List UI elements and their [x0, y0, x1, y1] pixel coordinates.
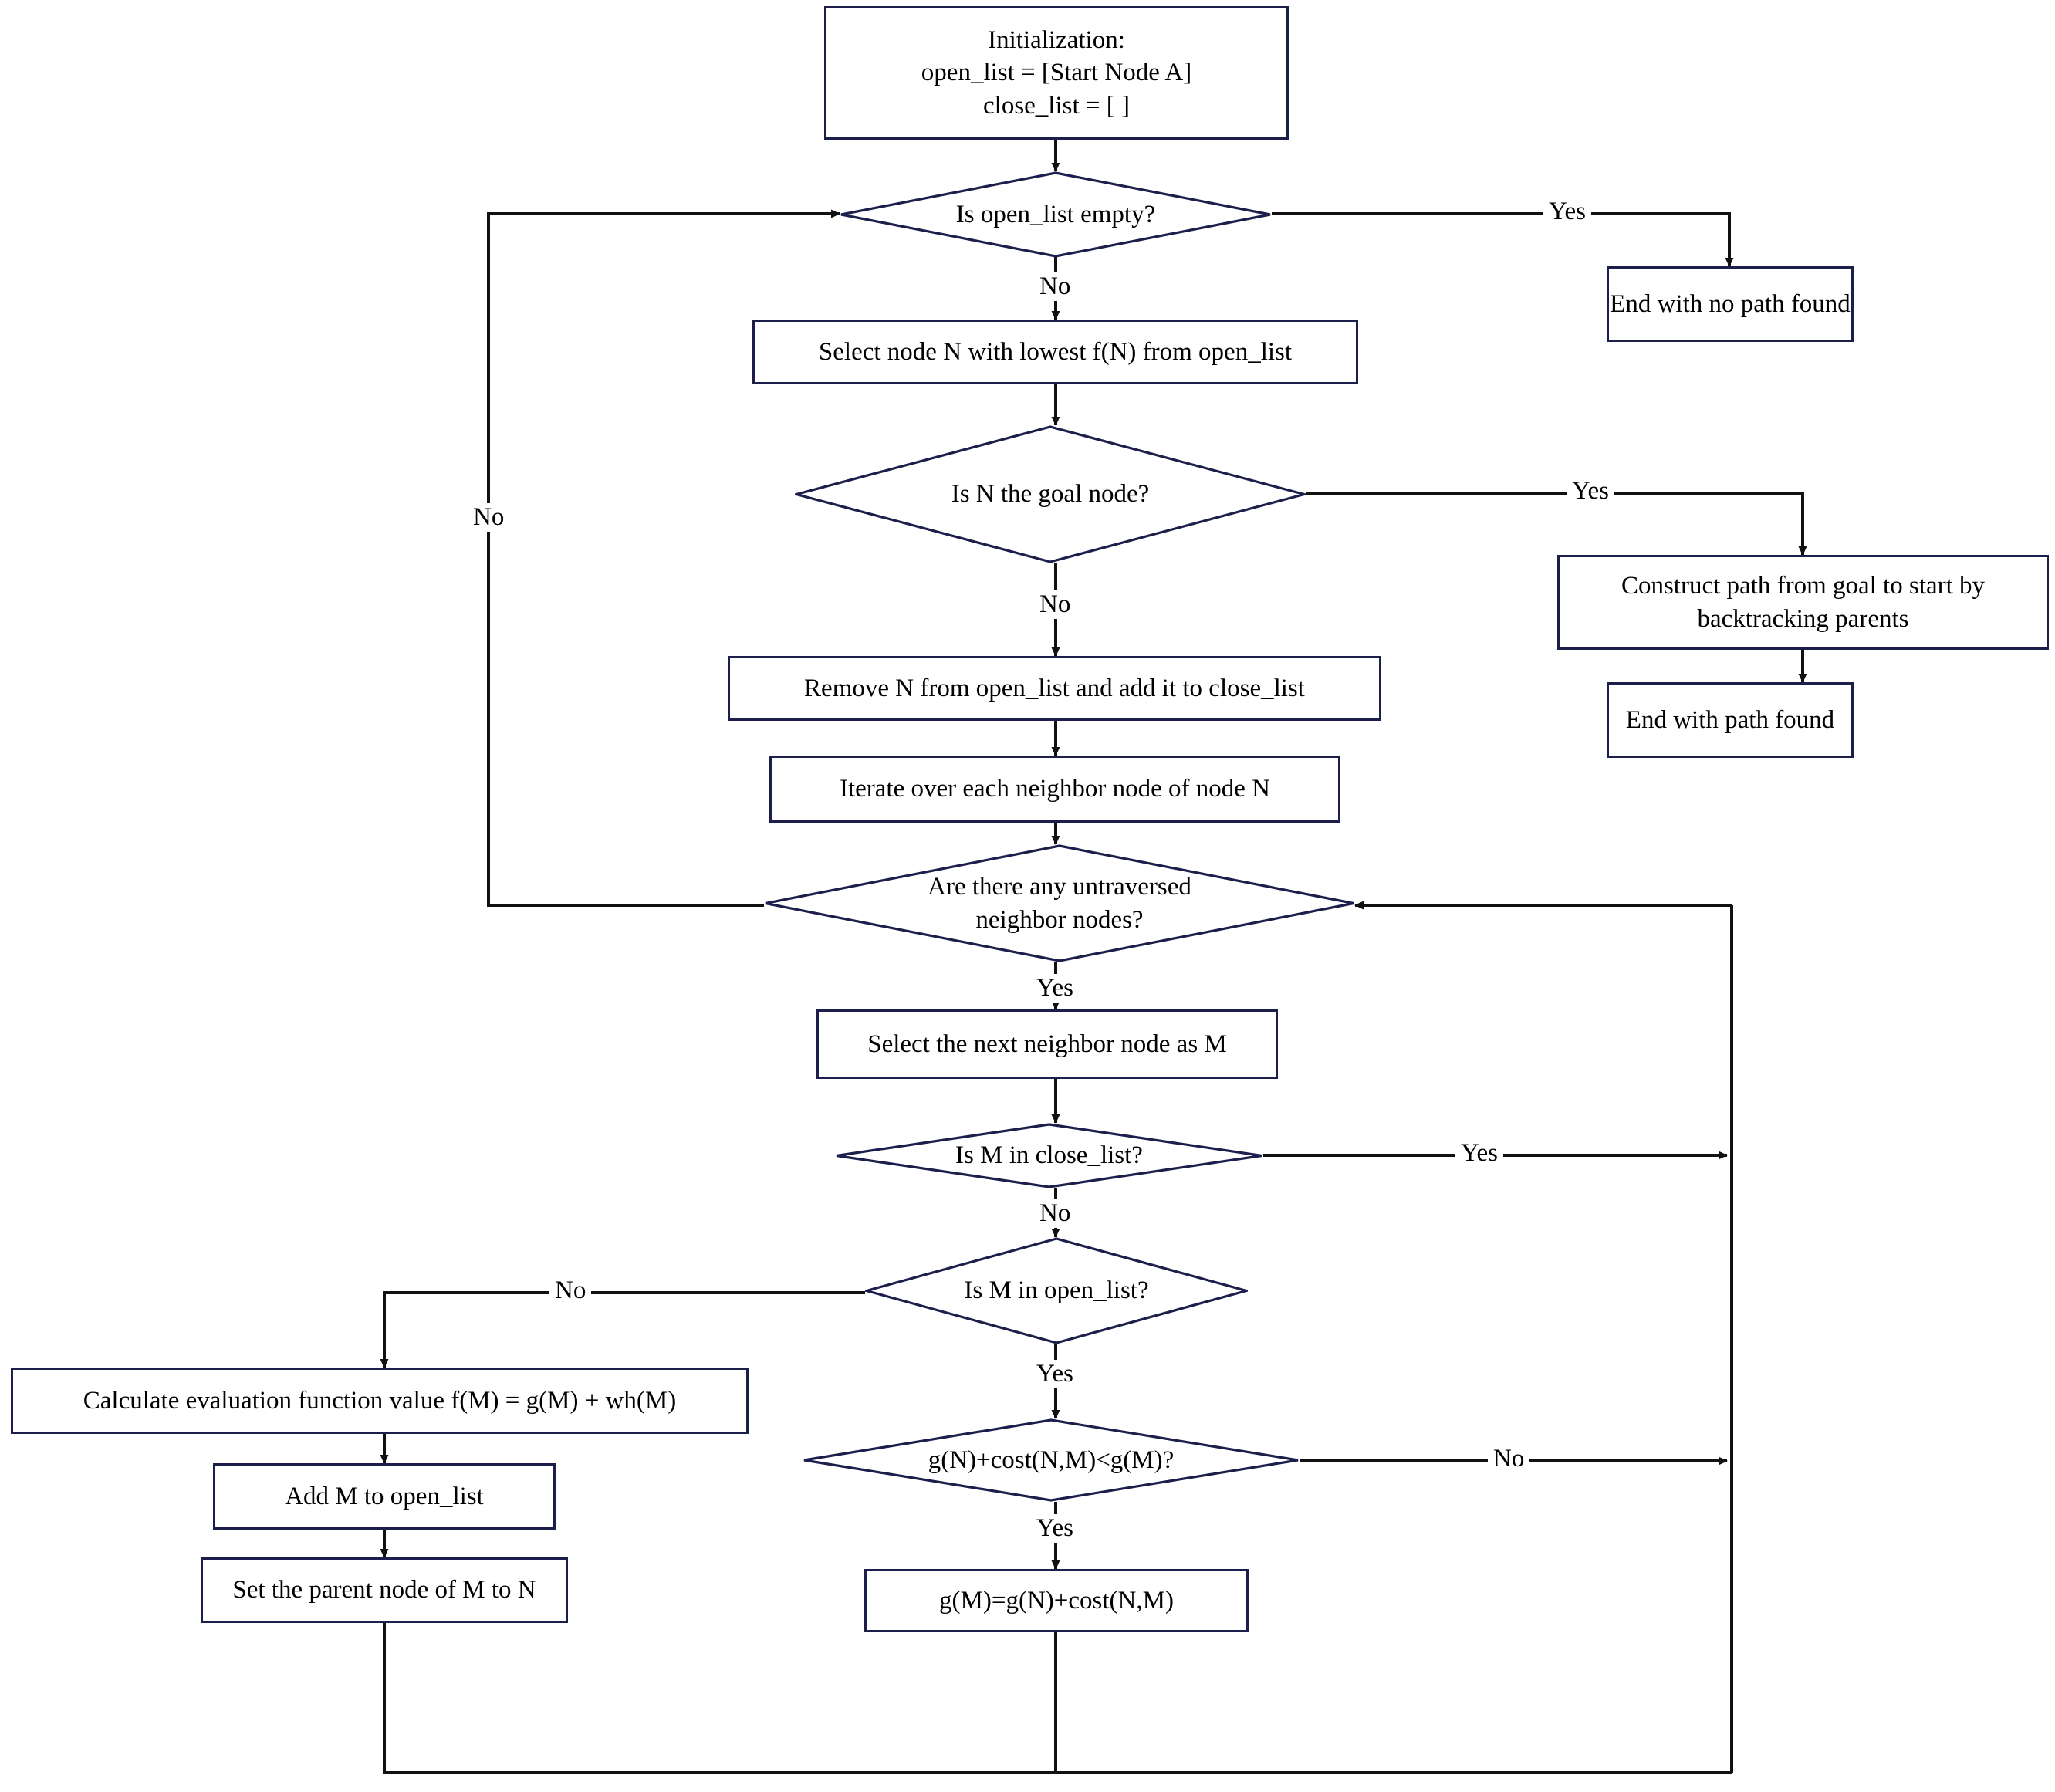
node-select-node-n: Select node N with lowest f(N) from open… [752, 320, 1358, 384]
node-label: Is M in close_list? [955, 1141, 1143, 1170]
node-label: Is M in open_list? [964, 1276, 1149, 1305]
node-is-open-list-empty: Is open_list empty? [840, 171, 1272, 258]
node-set-parent-of-m: Set the parent node of M to N [201, 1557, 568, 1623]
node-construct-path: Construct path from goal to start by bac… [1557, 555, 2049, 650]
node-end-no-path-found: End with no path found [1607, 266, 1854, 342]
node-any-untraversed-neighbors: Are there any untraversed neighbor nodes… [764, 844, 1355, 962]
edge-label-goal-no: No [1034, 590, 1077, 619]
node-remove-n: Remove N from open_list and add it to cl… [728, 656, 1381, 721]
node-add-m-to-open-list: Add M to open_list [213, 1463, 556, 1530]
node-is-n-goal: Is N the goal node? [795, 425, 1306, 563]
node-label: Is N the goal node? [951, 480, 1150, 509]
edge-label-open-no: No [549, 1276, 592, 1305]
edge-setparent-to-bottom-rail [383, 1623, 1732, 1774]
edge-goal-yes [1306, 492, 1807, 556]
node-is-m-in-close-list: Is M in close_list? [835, 1123, 1263, 1188]
node-update-g-value: g(M)=g(N)+cost(N,M) [864, 1569, 1249, 1632]
diamond-shape [835, 1123, 1263, 1188]
edge-label-untraversed-yes: Yes [1031, 974, 1080, 1003]
node-select-neighbor-m: Select the next neighbor node as M [816, 1009, 1278, 1079]
edge-label-untraversed-no: No [468, 503, 510, 532]
node-end-path-found: End with path found [1607, 682, 1854, 758]
diamond-shape [795, 425, 1306, 563]
node-label: Are there any untraversed neighbor nodes… [928, 873, 1191, 934]
diamond-shape [865, 1237, 1248, 1344]
node-calculate-evaluation-function: Calculate evaluation function value f(M)… [11, 1368, 749, 1434]
node-iterate-neighbors: Iterate over each neighbor node of node … [769, 756, 1340, 823]
node-initialization: Initialization: open_list = [Start Node … [824, 6, 1289, 140]
edge-label-open-yes: Yes [1031, 1360, 1080, 1388]
node-label: Is open_list empty? [955, 200, 1156, 228]
node-cost-compare: g(N)+cost(N,M)<g(M)? [803, 1418, 1300, 1502]
edge-label-open-empty-yes: Yes [1543, 198, 1592, 226]
edge-untraversed-no-loopback [487, 209, 840, 907]
edge-open-no [380, 1291, 865, 1368]
diamond-shape [764, 844, 1355, 962]
diamond-shape [803, 1418, 1300, 1502]
edge-label-close-yes: Yes [1455, 1139, 1504, 1168]
diamond-shape [840, 171, 1272, 258]
edge-open-empty-yes [1272, 212, 1734, 267]
node-label: g(N)+cost(N,M)<g(M)? [928, 1445, 1175, 1474]
node-is-m-in-open-list: Is M in open_list? [865, 1237, 1248, 1344]
edge-label-cost-yes: Yes [1031, 1514, 1080, 1543]
edge-label-close-no: No [1034, 1199, 1077, 1228]
edge-label-open-empty-no: No [1034, 272, 1077, 301]
edge-label-goal-yes: Yes [1567, 477, 1615, 505]
edge-label-cost-no: No [1488, 1445, 1530, 1473]
